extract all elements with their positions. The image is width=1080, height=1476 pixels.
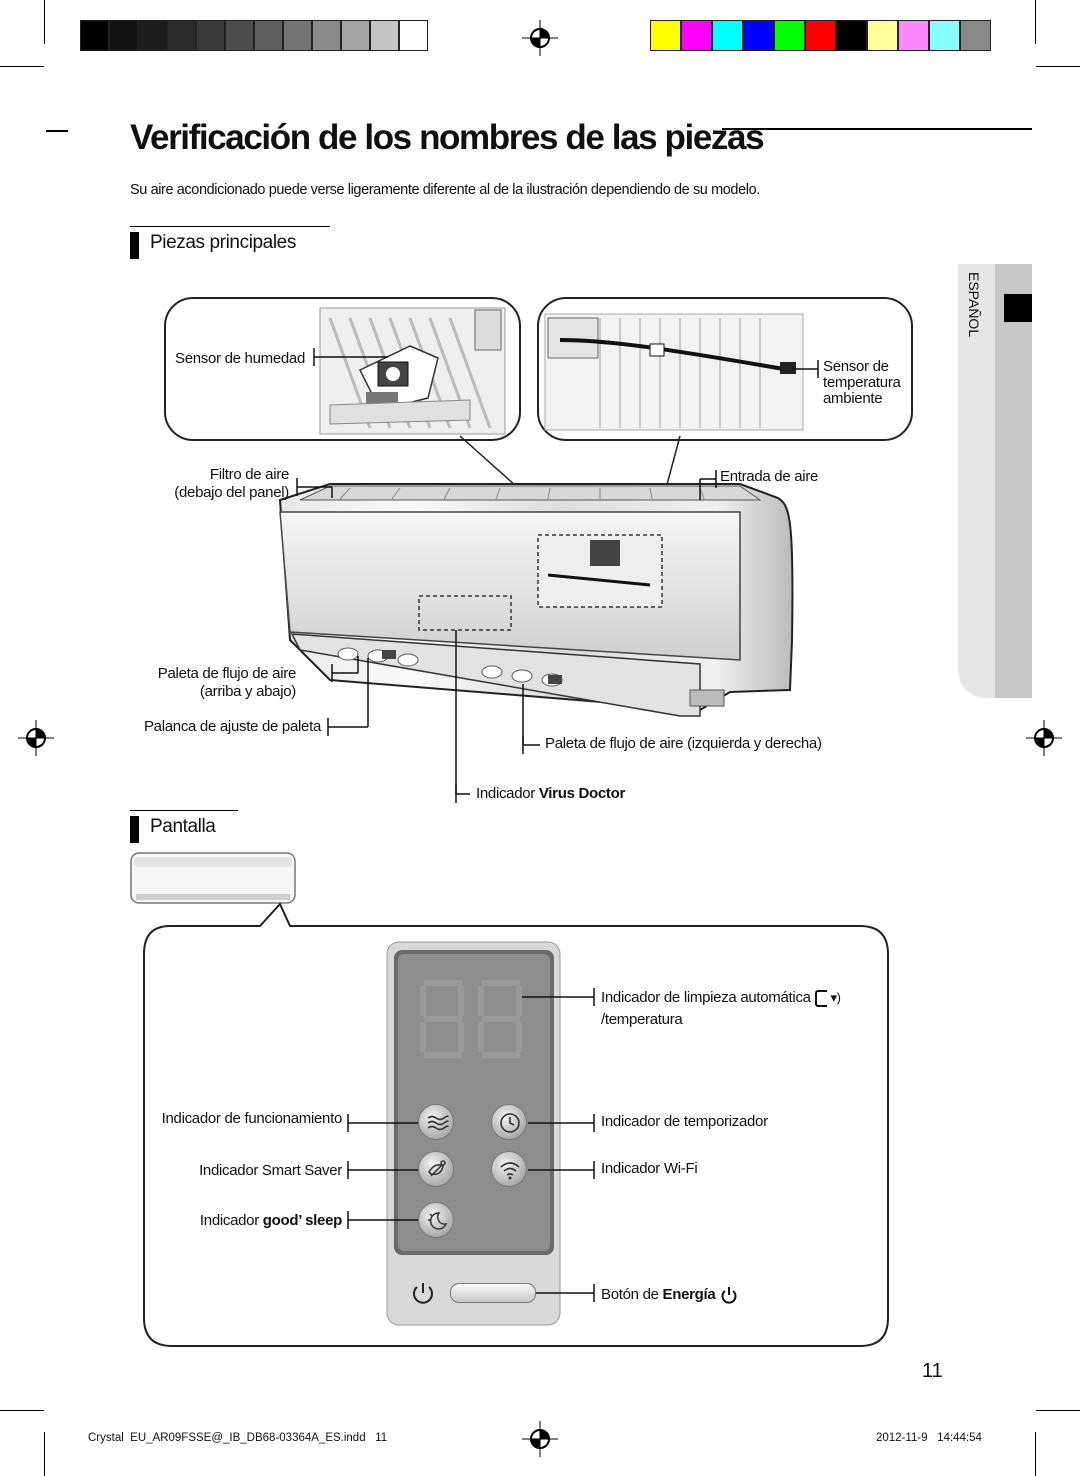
virus-doctor-label: Indicador Virus Doctor — [476, 785, 625, 802]
color-swatch — [774, 20, 805, 51]
good-sleep-prefix: Indicador — [199, 1212, 263, 1229]
section-heading-display-label: Pantalla — [150, 816, 216, 837]
smart-saver-label: Indicador Smart Saver — [199, 1162, 342, 1179]
air-filter-label-1: Filtro de aire — [209, 466, 289, 483]
auto-clean-drop-icon: ▾) — [830, 990, 841, 1005]
color-swatch — [681, 20, 712, 51]
gray-swatch — [370, 20, 399, 51]
vane-leftright-label: Paleta de flujo de aire (izquierda y der… — [545, 735, 822, 752]
color-swatch — [929, 20, 960, 51]
gray-swatch — [196, 20, 225, 51]
display-callout-bubble — [130, 852, 889, 1347]
color-swatch — [805, 20, 836, 51]
air-filter-label-2: (debajo del panel) — [174, 484, 289, 501]
grayscale-bar — [80, 20, 430, 51]
auto-clean-label-2: /temperatura — [601, 1011, 683, 1028]
footer-file: Crystal EU_AR09FSSE@_IB_DB68-03364A_ES.i… — [88, 1432, 388, 1444]
color-swatch — [743, 20, 774, 51]
air-conditioner-illustration — [164, 297, 913, 803]
color-calibration-bar — [650, 20, 1000, 51]
gray-swatch — [225, 20, 254, 51]
color-swatch — [650, 20, 681, 51]
vane-lever-label: Palanca de ajuste de paleta — [143, 718, 321, 735]
good-sleep-icon — [418, 1202, 454, 1238]
gray-swatch — [399, 20, 428, 51]
color-swatch — [867, 20, 898, 51]
power-button[interactable] — [450, 1283, 536, 1303]
language-tab: ESPAÑOL — [958, 264, 1032, 698]
virus-doctor-prefix: Indicador — [476, 785, 539, 802]
section-heading-main-label: Piezas principales — [150, 232, 296, 253]
registration-mark-bottom — [522, 1421, 558, 1457]
power-symbol-icon — [721, 1287, 737, 1304]
gray-swatch — [138, 20, 167, 51]
auto-clean-label: Indicador de limpieza automática ▾) — [601, 989, 841, 1007]
gray-swatch — [80, 20, 109, 51]
temp-sensor-label-3: ambiente — [823, 390, 883, 407]
gray-swatch — [283, 20, 312, 51]
power-bold: Energía — [662, 1285, 716, 1303]
wifi-indicator-label: Indicador Wi-Fi — [601, 1160, 698, 1177]
title-right-rule — [722, 128, 1032, 130]
power-prefix: Botón de — [601, 1285, 663, 1303]
vane-updown-label-2: (arriba y abajo) — [199, 683, 296, 700]
registration-mark-left — [18, 720, 54, 756]
color-swatch — [712, 20, 743, 51]
registration-mark-top — [522, 20, 558, 56]
color-swatch — [960, 20, 991, 51]
virus-doctor-bold: Virus Doctor — [538, 785, 626, 802]
language-tab-label: ESPAÑOL — [966, 272, 982, 338]
fan-icon — [418, 1104, 454, 1140]
timer-indicator-label: Indicador de temporizador — [601, 1113, 768, 1130]
footer-date: 2012-11-9 14:44:54 — [876, 1432, 982, 1444]
smart-saver-icon — [418, 1151, 454, 1187]
page-number: 11 — [922, 1360, 943, 1382]
air-inlet-label: Entrada de aire — [720, 468, 819, 485]
title-left-rule — [46, 130, 68, 132]
timer-icon — [491, 1104, 527, 1140]
auto-clean-icon — [814, 989, 827, 1007]
vane-updown-label-1: Paleta de flujo de aire — [157, 665, 297, 682]
intro-text: Su aire acondicionado puede verse ligera… — [130, 182, 760, 198]
good-sleep-bold: good’ sleep — [262, 1212, 343, 1229]
temp-sensor-label-2: temperatura — [823, 374, 901, 391]
operation-indicator-label: Indicador de funcionamiento — [161, 1110, 343, 1127]
registration-mark-right — [1026, 720, 1062, 756]
gray-swatch — [167, 20, 196, 51]
humidity-sensor-label: Sensor de humedad — [175, 350, 305, 367]
power-button-label: Botón de Energía — [601, 1285, 739, 1305]
gray-swatch — [109, 20, 138, 51]
power-icon[interactable] — [408, 1278, 438, 1308]
auto-clean-text: Indicador de limpieza automática — [601, 989, 811, 1006]
gray-swatch — [254, 20, 283, 51]
color-swatch — [836, 20, 867, 51]
wifi-icon — [491, 1151, 527, 1187]
good-sleep-label: Indicador good’ sleep — [150, 1212, 342, 1229]
page-title: Verificación de los nombres de las pieza… — [130, 118, 765, 157]
temp-sensor-label-1: Sensor de — [823, 358, 889, 375]
gray-swatch — [341, 20, 370, 51]
gray-swatch — [312, 20, 341, 51]
color-swatch — [898, 20, 929, 51]
